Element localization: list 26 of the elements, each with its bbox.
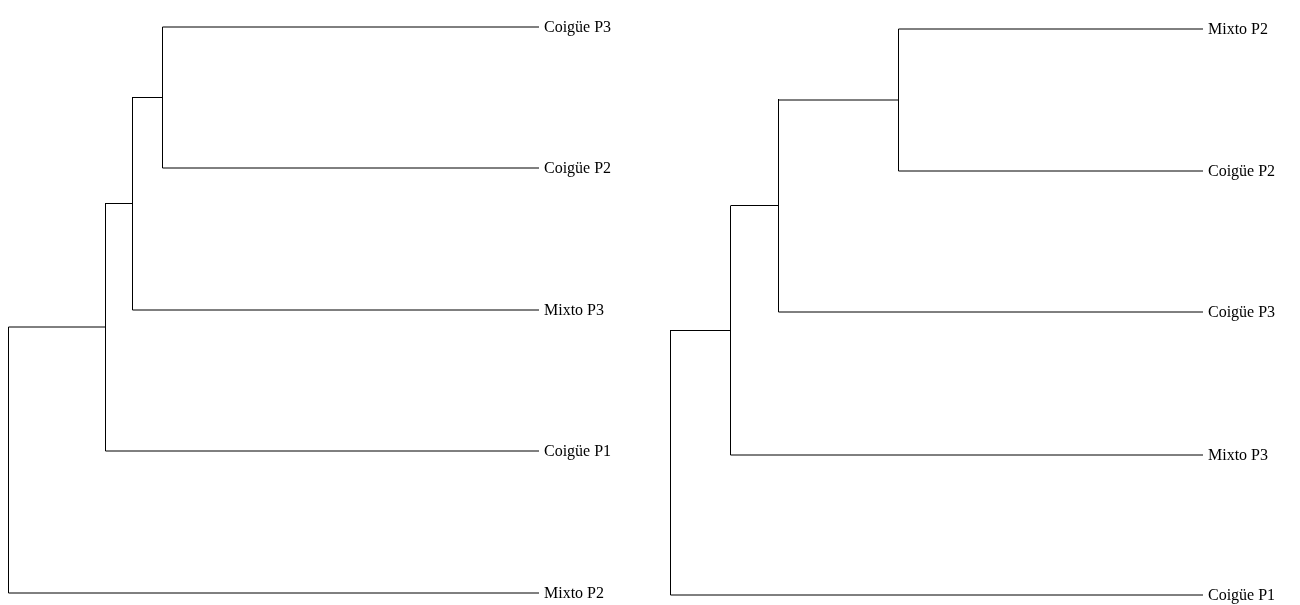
branch-line — [162, 167, 540, 169]
branch-line — [778, 311, 1204, 313]
branch-line — [730, 205, 779, 206]
branch-line — [670, 330, 731, 331]
branch-line — [730, 454, 1204, 456]
leaf-label: Coigüe P3 — [539, 18, 612, 36]
branch-line — [132, 97, 163, 98]
branch-line — [8, 592, 540, 594]
leaf-label: Coigüe P2 — [1203, 162, 1276, 180]
branch-line — [162, 26, 540, 28]
branch-line — [8, 326, 106, 328]
leaf-label: Mixto P3 — [1203, 446, 1268, 464]
branch-line — [105, 203, 133, 204]
leaf-label: Coigüe P2 — [539, 159, 612, 177]
branch-line — [670, 594, 1204, 596]
leaf-label: Coigüe P1 — [1203, 586, 1276, 604]
leaf-label: Coigüe P1 — [539, 442, 612, 460]
branch-line — [778, 99, 899, 101]
leaf-label: Coigüe P3 — [1203, 303, 1276, 321]
branch-line — [105, 450, 540, 452]
leaf-label: Mixto P3 — [539, 301, 604, 319]
branch-line — [132, 309, 540, 311]
branch-line — [898, 28, 1204, 30]
branch-line — [898, 170, 1204, 172]
leaf-label: Mixto P2 — [539, 584, 604, 602]
leaf-label: Mixto P2 — [1203, 20, 1268, 38]
